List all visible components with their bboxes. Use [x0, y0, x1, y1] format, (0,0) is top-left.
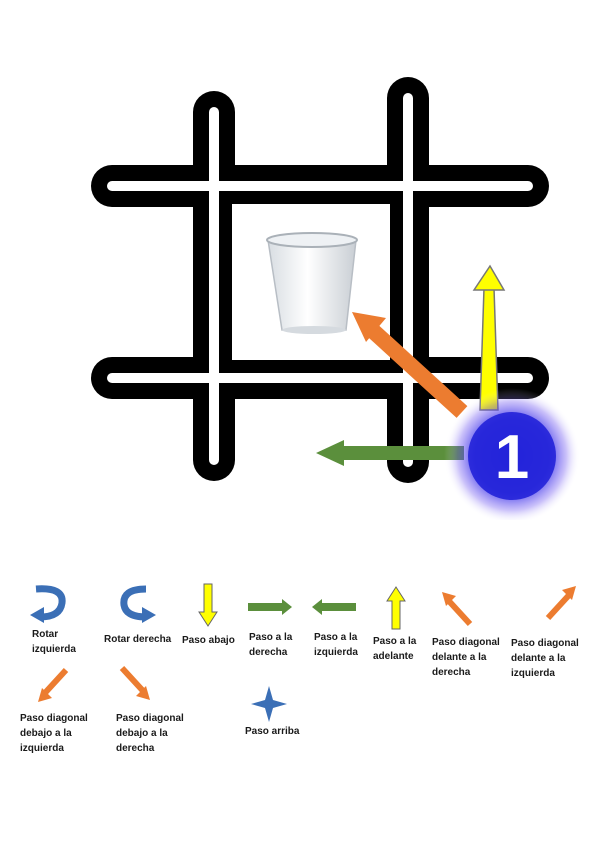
plastic-cup-icon [266, 232, 358, 334]
left-arrow-icon [312, 599, 356, 615]
diagonal-down-left-arrow-icon [38, 667, 69, 702]
legend-rotar-izquierda [26, 583, 70, 623]
legend-diag-delante-izquierda [544, 582, 580, 622]
green-left-arrow [316, 440, 464, 466]
rotate-right-icon [120, 585, 156, 623]
game-board: 1 [91, 77, 580, 520]
legend-paso-derecha [246, 598, 294, 616]
up-arrow-icon [386, 586, 406, 630]
legend-rotar-derecha [116, 583, 160, 623]
legend-label-paso-derecha: Paso a la derecha [249, 632, 293, 658]
right-arrow-icon [248, 599, 292, 615]
orange-diagonal-arrow [352, 312, 468, 418]
legend-label-diag-debajo-derecha: Paso diagonal debajo a la derecha [116, 713, 184, 754]
legend-label-paso-adelante: Paso a la adelante [373, 636, 417, 662]
legend-label-diag-delante-izquierda: Paso diagonal delante a la izquierda [511, 638, 579, 679]
legend-label-paso-izquierda: Paso a la izquierda [314, 632, 358, 658]
legend-label-rotar-derecha: Rotar derecha [104, 634, 172, 645]
number-badge: 1 [444, 388, 580, 520]
legend-diag-delante-derecha [438, 588, 474, 628]
legend-label-diag-delante-derecha: Paso diagonal delante a la derecha [432, 637, 500, 678]
four-point-star-icon [251, 686, 287, 722]
yellow-up-arrow [472, 264, 506, 411]
rotate-left-icon [30, 585, 66, 623]
legend-paso-izquierda [310, 598, 358, 616]
diagonal-up-right-arrow-icon [545, 586, 576, 621]
diagonal-up-left-arrow-icon [442, 592, 473, 627]
legend-label-diag-debajo-izquierda: Paso diagonal debajo a la izquierda [20, 713, 88, 754]
legend-paso-adelante [386, 585, 406, 631]
legend-label-rotar-izquierda: Rotar izquierda [32, 629, 76, 655]
legend-label-paso-abajo: Paso abajo [182, 635, 235, 646]
badge-number: 1 [495, 423, 529, 492]
legend-diag-debajo-derecha [118, 664, 154, 704]
legend-paso-arriba [249, 684, 289, 724]
legend-label-paso-arriba: Paso arriba [245, 726, 300, 737]
legend-diag-debajo-izquierda [34, 666, 70, 706]
down-arrow-icon [198, 583, 218, 627]
diagonal-down-right-arrow-icon [119, 665, 150, 700]
track-grid [91, 77, 549, 483]
legend-paso-abajo [198, 582, 218, 628]
